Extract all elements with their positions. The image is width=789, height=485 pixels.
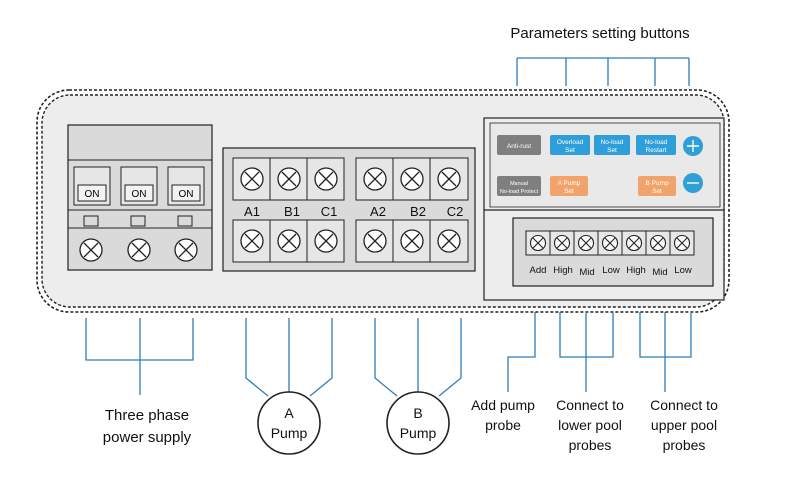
breaker-switch-1: ON	[77, 184, 107, 202]
upper-caption-line1: Connect to	[650, 397, 718, 413]
anti-rust-label: Anti-rust	[507, 143, 531, 150]
pump-b-letter: B	[413, 405, 422, 421]
power-supply-wires	[85, 318, 194, 395]
plus-icon	[687, 140, 699, 152]
overload-set-label-2: Set	[565, 147, 575, 154]
b-pump-set-button[interactable]: B Pump Set	[638, 176, 676, 196]
add-probe-caption-line1: Add pump	[471, 397, 535, 413]
upper-pool-wires	[639, 312, 692, 392]
noload-set-label: No-load	[601, 139, 624, 146]
pump-a-wires	[245, 318, 333, 397]
probe-label-low-lower: Low	[602, 265, 620, 276]
terminal-label-a1: A1	[244, 204, 260, 219]
lower-pool-wires	[559, 312, 614, 392]
breaker-switch-label: ON	[85, 189, 100, 200]
noload-restart-label-2: Restart	[646, 147, 667, 154]
noload-protect-label: No-load Protect	[500, 189, 539, 195]
probe-label-mid-lower: Mid	[579, 267, 594, 278]
probe-terminal-strip	[512, 217, 714, 287]
overload-set-label: Overload	[557, 139, 584, 146]
breaker-switch-2: ON	[124, 184, 154, 202]
a-pump-set-label-2: Set	[564, 188, 574, 195]
anti-rust-button[interactable]: Anti-rust	[497, 135, 541, 155]
pump-a-letter: A	[284, 405, 294, 421]
manual-label: Manual	[510, 181, 528, 187]
breaker-switch-3: ON	[171, 184, 201, 202]
a-pump-set-button[interactable]: A Pump Set	[550, 176, 588, 196]
terminal-label-a2: A2	[370, 204, 386, 219]
terminal-label-c2: C2	[447, 204, 464, 219]
probe-label-add: Add	[530, 265, 547, 276]
pump-terminal-screws	[240, 167, 461, 253]
minus-button[interactable]	[683, 173, 703, 193]
pump-terminal-block	[222, 147, 476, 272]
power-caption-line2: power supply	[103, 429, 192, 446]
b-pump-set-label-2: Set	[652, 188, 662, 195]
add-probe-wire	[507, 312, 536, 392]
overload-set-button[interactable]: Overload Set	[550, 135, 590, 155]
upper-caption-line2: upper pool	[651, 417, 717, 433]
breaker-screws	[79, 238, 198, 262]
pump-b-word: Pump	[400, 425, 437, 441]
parameters-bracket	[516, 57, 690, 86]
a-pump-set-label: A Pump	[558, 180, 581, 187]
noload-restart-label: No-load	[645, 139, 668, 146]
plus-button[interactable]	[683, 136, 703, 156]
manual-noload-protect-button[interactable]: Manual No-load Protect	[497, 176, 541, 196]
pump-a-word: Pump	[271, 425, 308, 441]
power-caption-line1: Three phase	[105, 407, 189, 424]
breaker-switch-label: ON	[132, 189, 147, 200]
probe-label-low-upper: Low	[674, 265, 692, 276]
pump-b-symbol: B Pump	[386, 391, 450, 455]
probe-label-mid-upper: Mid	[652, 267, 667, 278]
lower-caption-line2: lower pool	[558, 417, 622, 433]
b-pump-set-label: B Pump	[645, 180, 669, 187]
lower-caption-line1: Connect to	[556, 397, 624, 413]
pump-a-symbol: A Pump	[257, 391, 321, 455]
probe-label-high-upper: High	[626, 265, 646, 276]
noload-set-label-2: Set	[607, 147, 617, 154]
terminal-label-b1: B1	[284, 204, 300, 219]
panel-outer-frame	[36, 89, 730, 313]
parameters-title: Parameters setting buttons	[510, 25, 689, 42]
breaker-switch-label: ON	[179, 189, 194, 200]
terminal-label-b2: B2	[410, 204, 426, 219]
noload-restart-button[interactable]: No-load Restart	[636, 135, 676, 155]
pump-b-wires	[374, 318, 462, 397]
noload-set-button[interactable]: No-load Set	[594, 135, 630, 155]
probe-label-high-lower: High	[553, 265, 573, 276]
probe-terminal-screws	[529, 234, 691, 252]
lower-caption-line3: probes	[569, 437, 612, 453]
upper-caption-line3: probes	[663, 437, 706, 453]
terminal-label-c1: C1	[321, 204, 338, 219]
add-probe-caption-line2: probe	[485, 417, 521, 433]
